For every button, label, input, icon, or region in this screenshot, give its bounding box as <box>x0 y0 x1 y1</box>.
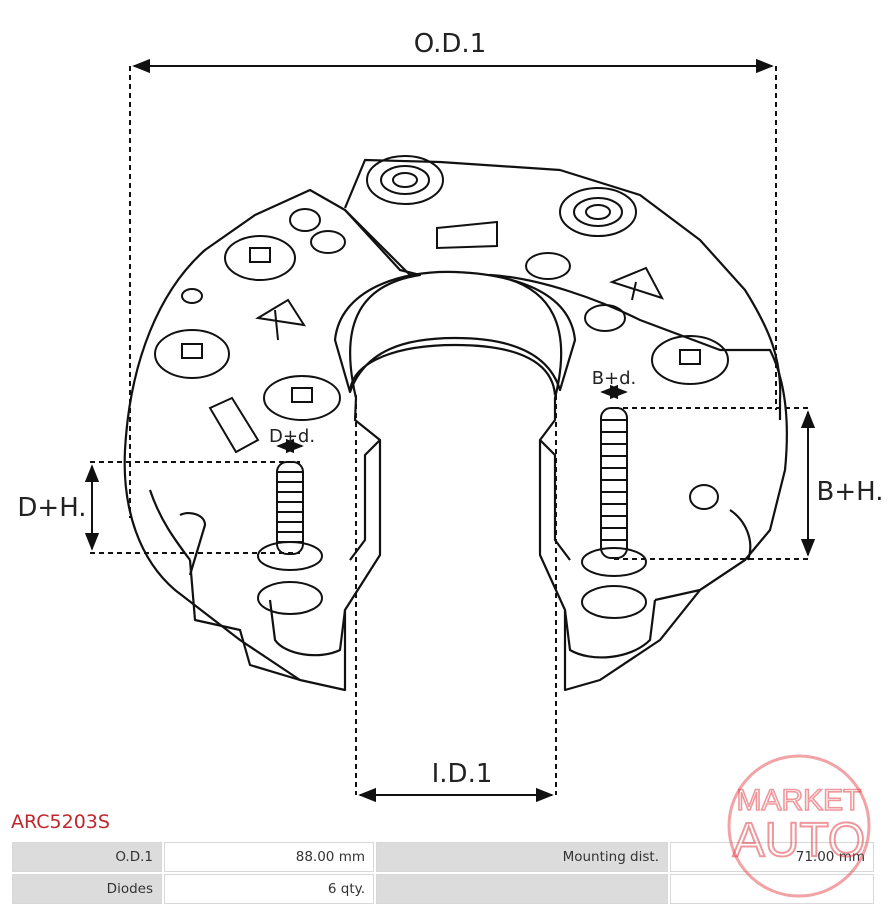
dd-label: D+d. <box>269 426 315 447</box>
spec-value: 88.00 mm <box>164 842 374 872</box>
terminal-features <box>154 155 729 510</box>
rectifier-technical-drawing: O.D.1 I.D.1 D+H. D+d. B+d. B+H. <box>17 29 884 803</box>
od-label: O.D.1 <box>414 29 487 59</box>
rectifier-body <box>123 158 788 692</box>
spec-value: 6 qty. <box>164 874 374 904</box>
spec-label: O.D.1 <box>12 842 162 872</box>
bh-label: B+H. <box>817 477 884 507</box>
table-row: O.D.1 88.00 mm Mounting dist. 71.00 mm <box>12 842 874 872</box>
left-stud <box>257 461 323 615</box>
spec-label: Mounting dist. <box>376 842 668 872</box>
specs-table: O.D.1 88.00 mm Mounting dist. 71.00 mm D… <box>10 840 876 906</box>
bd-label: B+d. <box>592 368 637 389</box>
dimension-lines <box>84 58 816 803</box>
spec-value <box>670 874 874 904</box>
dh-label: D+H. <box>17 493 86 523</box>
spec-value: 71.00 mm <box>670 842 874 872</box>
id-label: I.D.1 <box>432 759 493 789</box>
spec-label: Diodes <box>12 874 162 904</box>
spec-label <box>376 874 668 904</box>
right-stud <box>581 407 647 619</box>
part-number: ARC5203S <box>11 811 110 833</box>
table-row: Diodes 6 qty. <box>12 874 874 904</box>
